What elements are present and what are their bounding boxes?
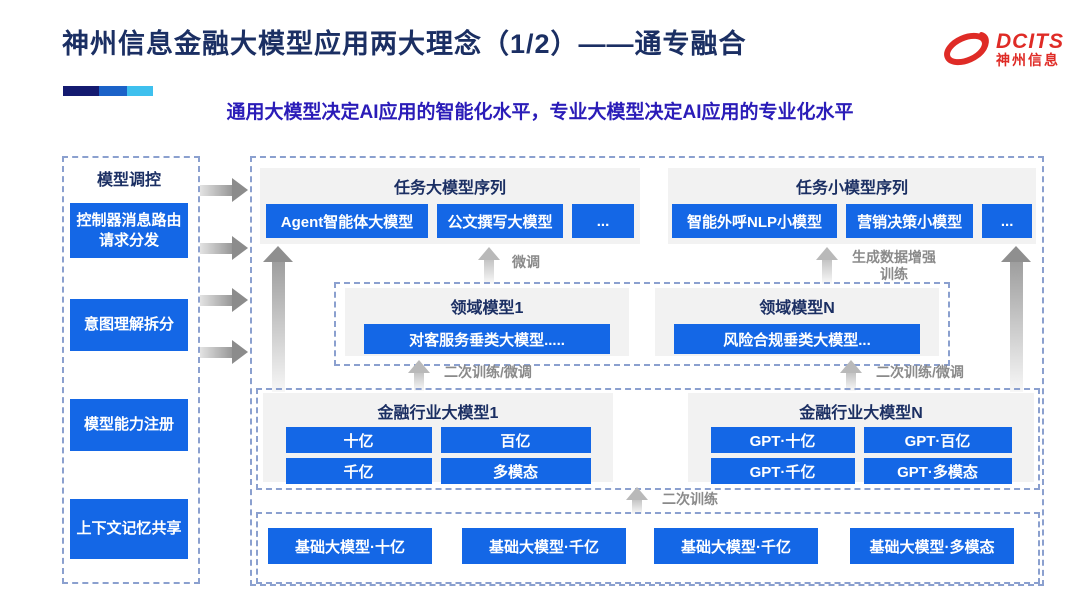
up-arrow-icon xyxy=(263,246,293,392)
model-box-ellipsis: ... xyxy=(982,204,1032,238)
dcits-swirl-icon xyxy=(944,31,989,66)
model-box-risk-compliance: 风险合规垂类大模型... xyxy=(674,324,920,354)
up-arrow-icon xyxy=(626,487,648,514)
right-arrow-icon xyxy=(200,288,248,312)
model-box-gpt-100b: GPT·千亿 xyxy=(710,458,855,484)
group-header: 任务小模型序列 xyxy=(795,180,908,197)
model-box-docwriting: 公文撰写大模型 xyxy=(437,204,563,238)
domain-model-n-group: 领域模型N 风险合规垂类大模型... xyxy=(655,288,939,356)
domain-model-1-group: 领域模型1 对客服务垂类大模型..... xyxy=(345,288,629,356)
task-small-model-group: 任务小模型序列 智能外呼NLP小模型 营销决策小模型 ... xyxy=(668,168,1036,244)
model-box-nlp-outbound: 智能外呼NLP小模型 xyxy=(672,204,838,238)
label-secondary-finetune: 二次训练/微调 xyxy=(876,364,964,380)
model-box-gpt-10b: GPT·百亿 xyxy=(863,427,1012,453)
group-header: 任务大模型序列 xyxy=(393,180,506,197)
label-augment-training: 生成数据增强训练 xyxy=(852,249,936,282)
logo-text-cn: 神州信息 xyxy=(996,51,1060,68)
base-model-frame xyxy=(256,512,1040,584)
right-arrow-icon xyxy=(200,178,248,202)
model-box-marketing: 营销决策小模型 xyxy=(846,204,974,238)
industry-model-n-group: 金融行业大模型N GPT·十亿 GPT·百亿 GPT·千亿 GPT·多模态 xyxy=(688,393,1034,484)
model-box-gpt-1b: GPT·十亿 xyxy=(710,427,855,453)
sidebar-item-registry: 模型能力注册 xyxy=(70,399,188,451)
label-secondary-finetune: 二次训练/微调 xyxy=(444,364,532,380)
sidebar-item-intent: 意图理解拆分 xyxy=(70,299,188,351)
dcits-logo: DCITS 神州信息 xyxy=(940,20,1070,78)
model-box-agent: Agent智能体大模型 xyxy=(266,204,428,238)
label-finetune: 微调 xyxy=(512,254,540,270)
domain-model-frame xyxy=(334,282,950,366)
industry-model-1-group: 金融行业大模型1 十亿 百亿 千亿 多模态 xyxy=(263,393,613,484)
sidebar-item-context: 上下文记忆共享 xyxy=(70,499,188,559)
title-accent-bar xyxy=(63,86,153,96)
main-frame xyxy=(250,156,1044,586)
base-model-box-100b-2: 基础大模型·千亿 xyxy=(654,528,818,564)
group-header: 领域模型N xyxy=(759,300,835,317)
up-arrow-icon xyxy=(1001,246,1031,392)
base-model-box-100b: 基础大模型·千亿 xyxy=(462,528,626,564)
group-header: 金融行业大模型N xyxy=(799,405,923,422)
slide-subtitle: 通用大模型决定AI应用的智能化水平，专业大模型决定AI应用的专业化水平 xyxy=(226,102,854,123)
model-box-10b: 百亿 xyxy=(440,427,591,453)
sidebar-header: 模型调控 xyxy=(96,172,161,189)
up-arrow-icon xyxy=(816,247,838,284)
industry-model-frame xyxy=(256,388,1040,490)
task-large-model-group: 任务大模型序列 Agent智能体大模型 公文撰写大模型 ... xyxy=(260,168,640,244)
sidebar-item-router: 控制器消息路由请求分发 xyxy=(70,203,188,258)
right-arrow-icon xyxy=(200,236,248,260)
model-box-multimodal: 多模态 xyxy=(440,458,591,484)
base-model-box-multimodal: 基础大模型·多模态 xyxy=(850,528,1014,564)
up-arrow-icon xyxy=(840,360,862,391)
model-box-100b: 千亿 xyxy=(285,458,432,484)
right-arrow-icon xyxy=(200,340,248,364)
logo-text-en: DCITS xyxy=(996,29,1064,53)
model-box-1b: 十亿 xyxy=(285,427,432,453)
model-box-gpt-multimodal: GPT·多模态 xyxy=(863,458,1012,484)
model-box-ellipsis: ... xyxy=(572,204,634,238)
up-arrow-icon xyxy=(478,247,500,284)
up-arrow-icon xyxy=(408,360,430,391)
label-secondary-training: 二次训练 xyxy=(662,491,718,507)
group-header: 金融行业大模型1 xyxy=(377,405,499,422)
base-model-box-1b: 基础大模型·十亿 xyxy=(268,528,432,564)
sidebar-panel xyxy=(62,156,200,584)
model-box-customer-service: 对客服务垂类大模型..... xyxy=(364,324,610,354)
group-header: 领域模型1 xyxy=(450,300,524,317)
page-title: 神州信息金融大模型应用两大理念（1/2）——通专融合 xyxy=(62,29,747,59)
